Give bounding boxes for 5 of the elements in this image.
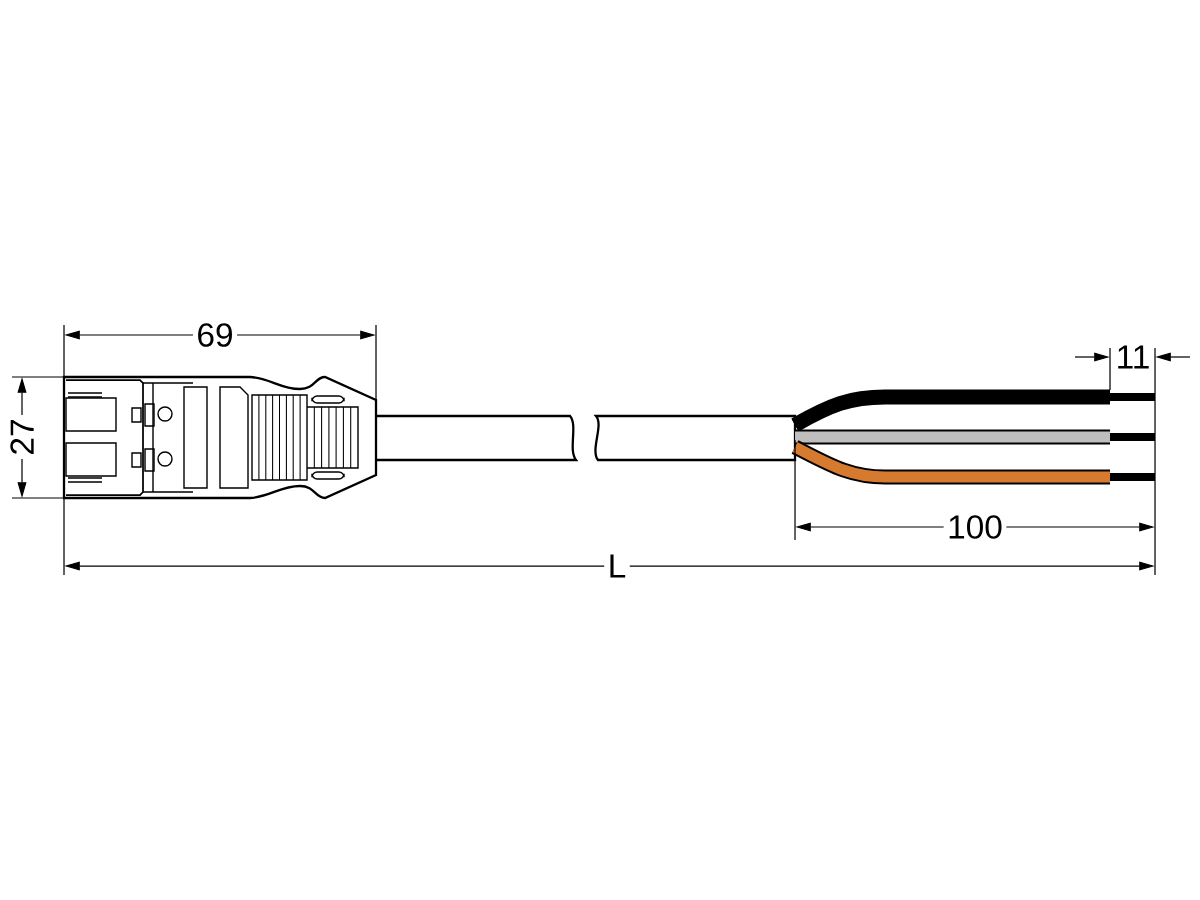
dimension-label: 69 — [192, 319, 238, 351]
dimension-label: L — [604, 551, 630, 581]
dimension-label: 27 — [6, 414, 38, 460]
dimension-label: 11 — [1112, 342, 1154, 372]
dimension-label: 100 — [943, 511, 1007, 543]
